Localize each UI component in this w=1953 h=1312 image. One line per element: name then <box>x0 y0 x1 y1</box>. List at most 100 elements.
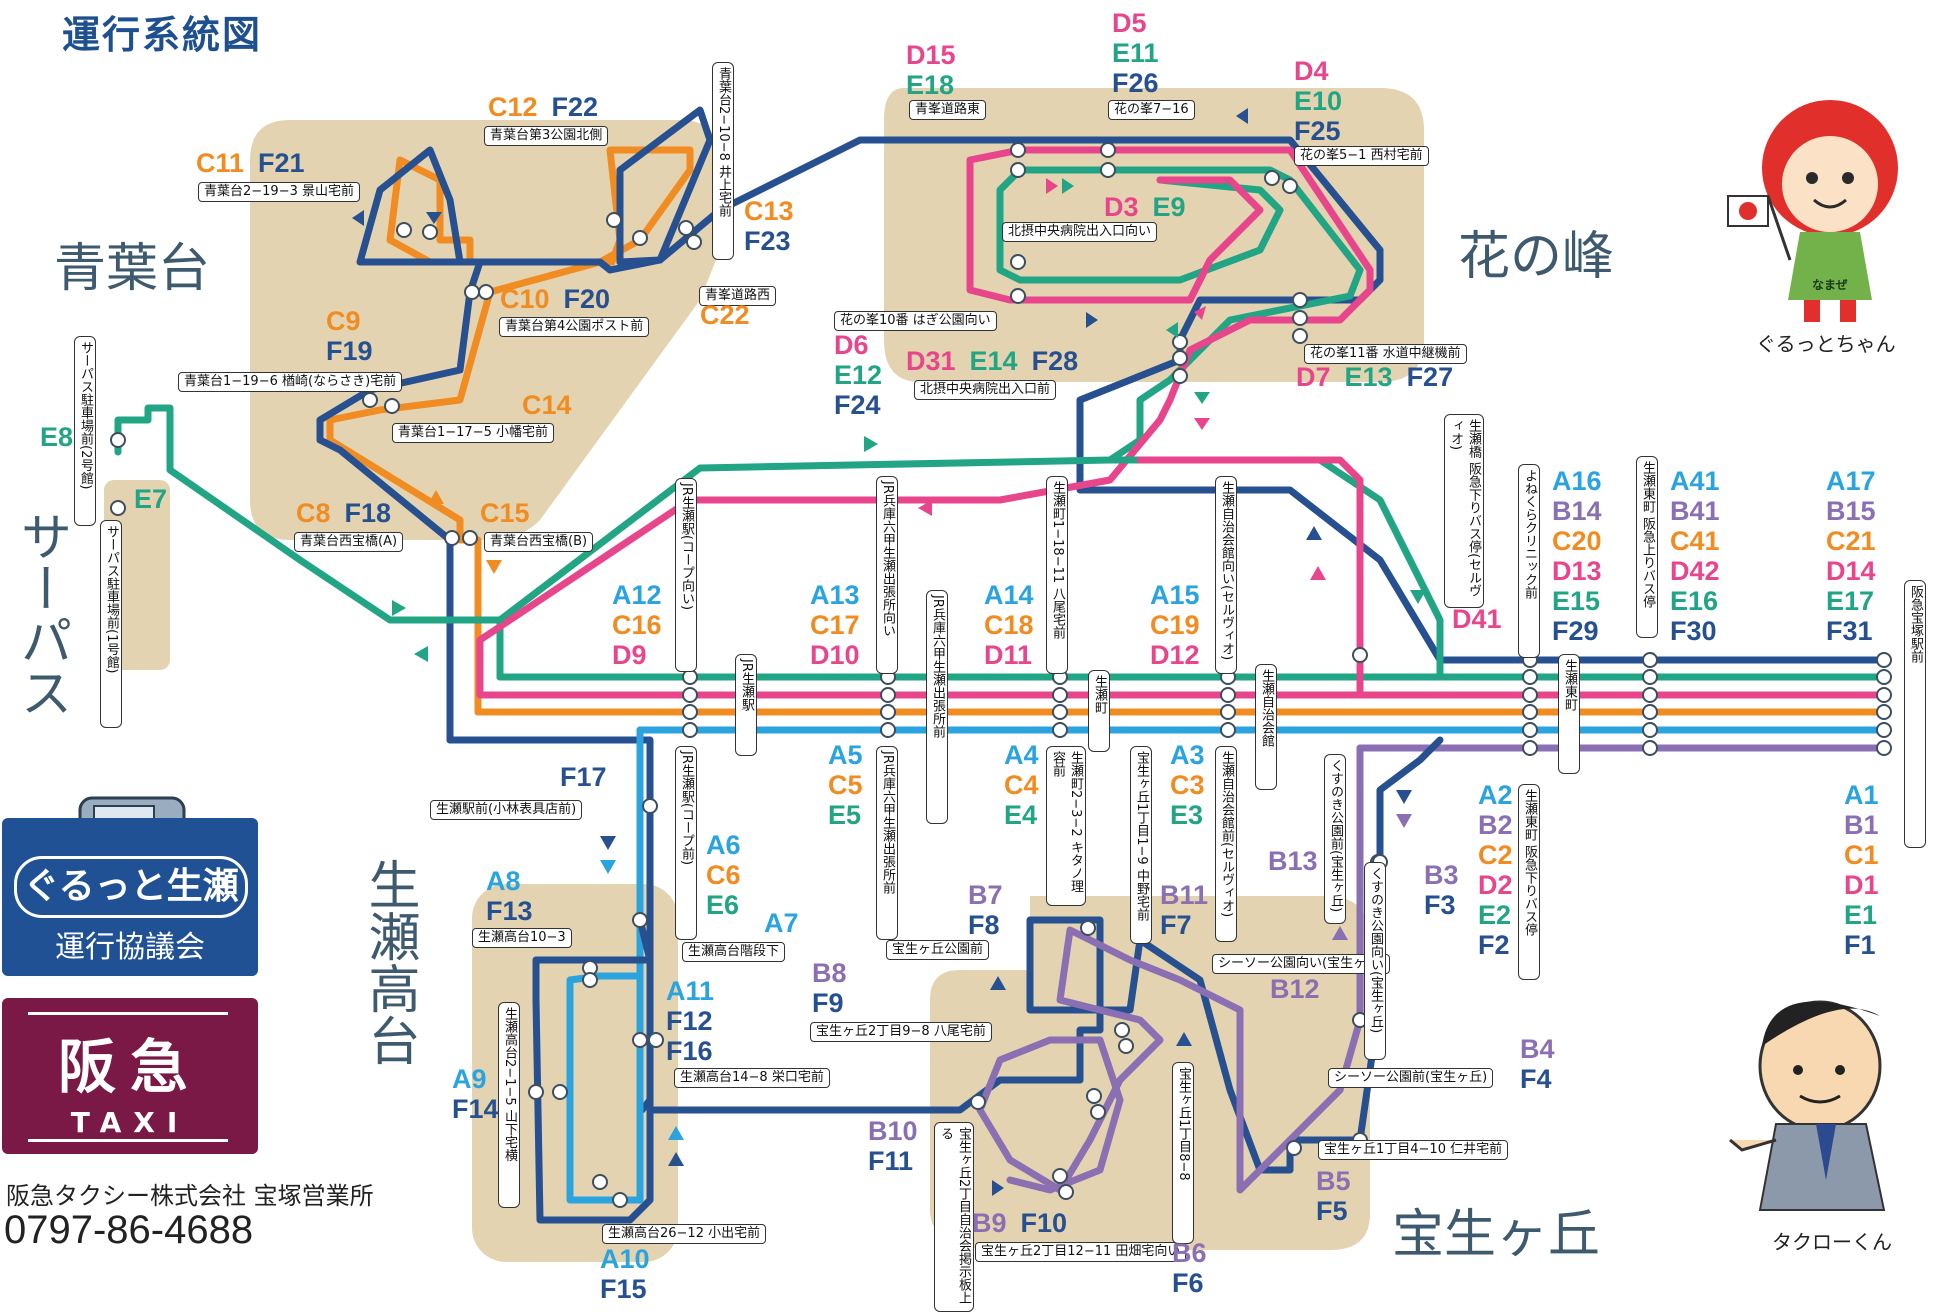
route-code-group: B13 <box>1268 846 1318 876</box>
arrow <box>600 860 616 874</box>
stop-marker <box>606 212 622 228</box>
stop-marker <box>1876 687 1892 703</box>
route-code: F4 <box>1520 1064 1552 1094</box>
route-code: C1 <box>1844 840 1879 870</box>
stop-marker <box>384 398 400 414</box>
stop-marker <box>1352 647 1368 663</box>
route-code: F2 <box>1478 930 1510 960</box>
stop-label-vertical: くすのき公園前(宝生ヶ丘) <box>1324 754 1346 924</box>
stop-marker <box>362 392 378 408</box>
route-code: F1 <box>1844 930 1876 960</box>
stop-label: 青葉台第3公園北側 <box>484 126 609 146</box>
route-code-group: C14 <box>522 390 572 420</box>
route-code: C16 <box>612 610 662 640</box>
route-code: F26 <box>1112 68 1159 98</box>
route-code: F27 <box>1406 362 1454 392</box>
stop-marker <box>1642 687 1658 703</box>
stop-marker <box>1522 669 1538 685</box>
kuruto-namaze-logo: ぐるっと生瀬 運行協議会 <box>2 818 258 976</box>
stop-marker <box>970 1094 986 1110</box>
arrow <box>1176 1032 1192 1046</box>
stop-label-vertical: 生瀬橋 阪急下りバス停(セルヴィオ) <box>1444 414 1484 608</box>
route-code: F9 <box>812 988 844 1018</box>
route-code: D5 <box>1112 8 1147 38</box>
arrow <box>600 836 616 850</box>
route-code: F7 <box>1160 910 1192 940</box>
stop-marker <box>1642 704 1658 720</box>
stop-marker <box>1282 178 1298 194</box>
stop-marker <box>682 687 698 703</box>
stop-label-vertical: JR兵庫六甲生瀬出張所前 <box>876 746 898 940</box>
arrow <box>1396 814 1412 828</box>
arrow <box>486 560 502 574</box>
route-code: C11 <box>196 148 245 178</box>
route-code: D31 <box>906 346 956 376</box>
arrow <box>1194 392 1210 404</box>
route-code-group: A7 <box>764 908 799 938</box>
stop-label: 北摂中央病院出入口前 <box>914 380 1057 400</box>
route-code: C14 <box>522 390 572 420</box>
route-code: A11 <box>666 976 715 1006</box>
route-code: E8 <box>40 422 74 452</box>
stop-marker <box>1642 740 1658 756</box>
stop-markers <box>110 142 1892 1208</box>
takurookun-icon <box>1729 1000 1886 1211</box>
arrow <box>992 1180 1004 1196</box>
arrow <box>1046 178 1058 194</box>
stop-label: 生瀬高台10−3 <box>472 928 572 948</box>
route-code: D15 <box>906 40 956 70</box>
route-code: F12 <box>666 1006 713 1036</box>
stop-marker <box>678 220 694 236</box>
route-code: F31 <box>1826 616 1873 646</box>
route-code: A41 <box>1670 466 1720 496</box>
stop-marker <box>1086 1088 1102 1104</box>
route-code: A16 <box>1552 466 1602 496</box>
stop-label-vertical: 阪急宝塚駅前 <box>1904 580 1926 848</box>
stop-marker <box>1876 740 1892 756</box>
arrow <box>414 646 428 662</box>
stop-label: 生瀬高台26−12 小出宅前 <box>602 1224 767 1244</box>
stop-marker <box>1220 704 1236 720</box>
stop-label-vertical: 宝生ヶ丘1丁目1−9 中野宅前 <box>1130 746 1152 944</box>
arrow <box>392 600 406 616</box>
stop-marker <box>642 798 658 814</box>
route-code: B3 <box>1424 860 1459 890</box>
stop-marker <box>612 1192 628 1208</box>
guruttochan-icon <box>1727 100 1898 322</box>
route-code: C2 <box>1478 840 1513 870</box>
stop-marker <box>1292 292 1308 308</box>
route-code: A7 <box>764 908 799 938</box>
stop-marker <box>1642 652 1658 668</box>
stop-label-vertical: サーパス駐車場前(2号館) <box>74 336 96 526</box>
arrow <box>1310 566 1326 580</box>
stop-label-vertical: 生瀬東町 阪急上りバス停 <box>1636 456 1658 638</box>
route-code: E11 <box>1112 38 1159 68</box>
route-code: C5 <box>828 770 863 800</box>
arrow <box>1194 306 1206 320</box>
stop-label: 生瀬高台14−8 栄口宅前 <box>674 1068 830 1088</box>
stop-marker <box>880 722 896 738</box>
route-code: E12 <box>834 360 883 390</box>
route-code: C20 <box>1552 526 1602 556</box>
route-code: B6 <box>1172 1238 1207 1268</box>
route-code: B4 <box>1520 1034 1555 1064</box>
stop-marker <box>1220 687 1236 703</box>
stop-label: 生瀬高台階段下 <box>682 942 786 962</box>
route-code: E13 <box>1344 362 1393 392</box>
stop-marker <box>682 669 698 685</box>
stop-marker <box>1090 1104 1106 1120</box>
